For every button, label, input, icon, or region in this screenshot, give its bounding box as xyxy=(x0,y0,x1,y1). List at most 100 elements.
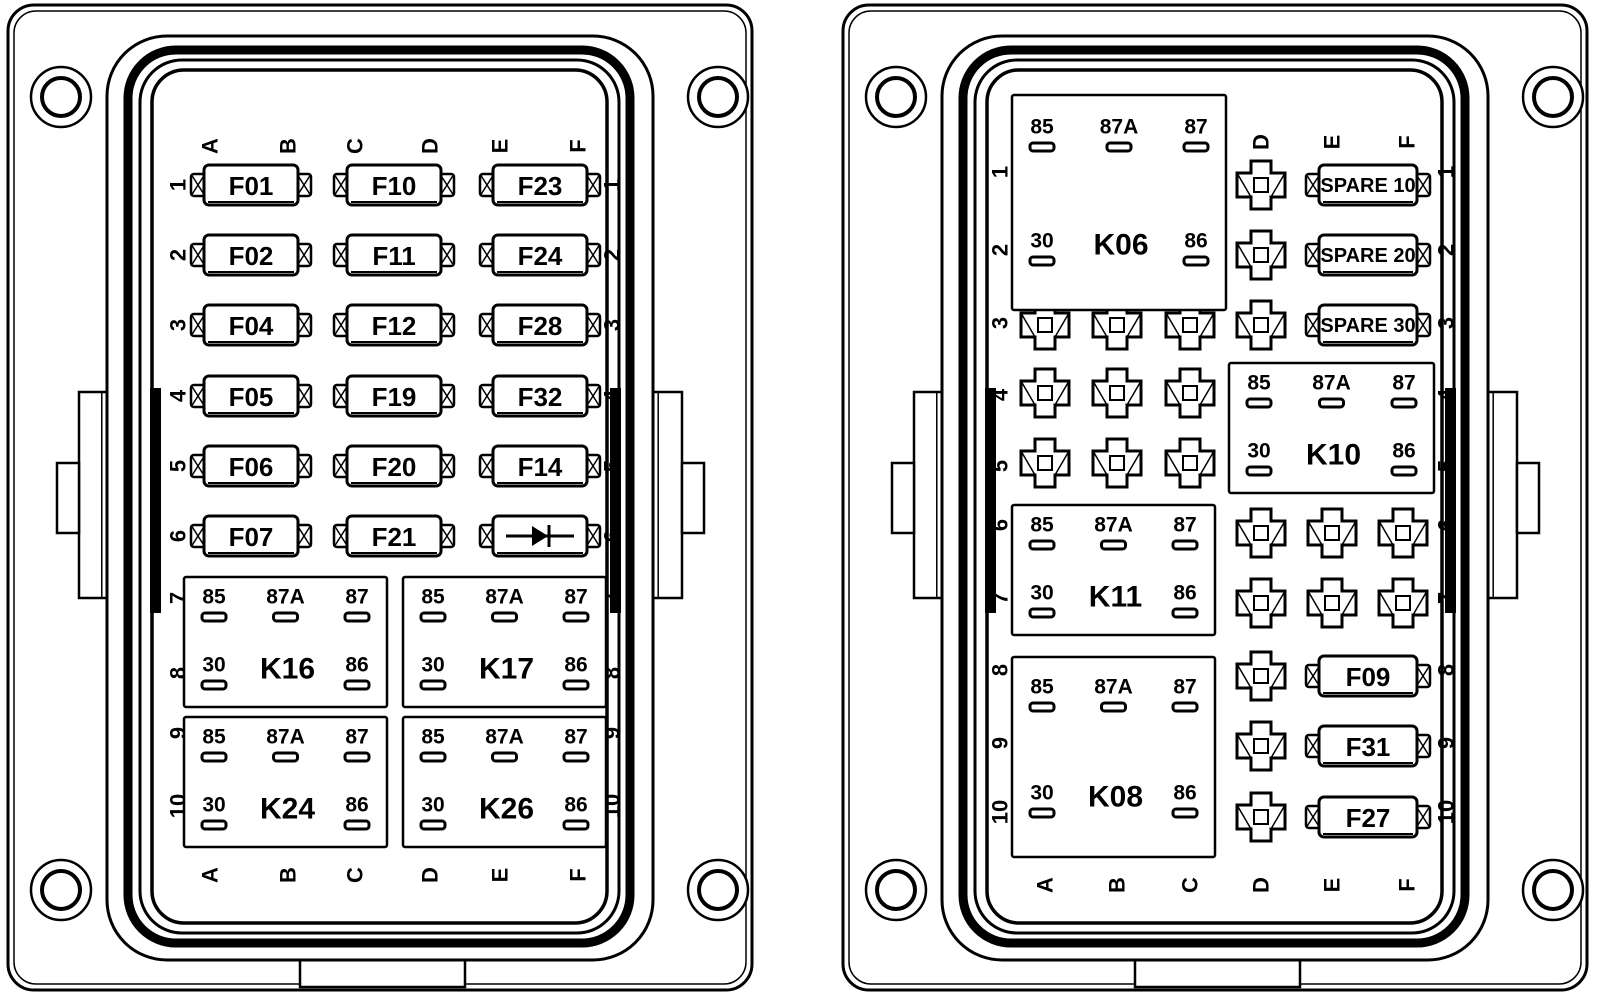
socket-mark xyxy=(1270,733,1286,759)
socket-mark xyxy=(1054,450,1070,476)
left-bottom-right-mount-hole xyxy=(686,858,750,922)
relay-pin-pad xyxy=(1105,141,1133,153)
left-contact-strip xyxy=(150,388,161,613)
fuse-body xyxy=(345,303,443,347)
fuse-slot: F14 xyxy=(478,444,602,488)
relay-outline xyxy=(182,575,389,709)
socket-mark xyxy=(1378,590,1394,616)
relay-pin-86-label: 86 xyxy=(1184,230,1207,253)
column-label-bottom: D xyxy=(418,867,443,883)
mount-bore xyxy=(1532,869,1574,911)
row-label-left: 1 xyxy=(166,179,191,191)
row-label-right: 3 xyxy=(1434,317,1459,329)
socket-mark xyxy=(1270,590,1286,616)
relay-pin-pad xyxy=(1171,807,1199,819)
relay-pin-pad xyxy=(1318,397,1345,409)
relay-pin-85-label: 85 xyxy=(1030,514,1054,537)
relay-name-label: K24 xyxy=(260,793,315,826)
relay-pin-85-label: 85 xyxy=(421,586,445,609)
relay-pin-87-label: 87 xyxy=(1184,116,1207,139)
relay-pin-87a-label: 87A xyxy=(266,726,305,749)
gasket-outer xyxy=(958,45,1470,948)
socket-mark xyxy=(1165,312,1181,338)
relay-pin-pad xyxy=(562,819,590,831)
diode-arrow xyxy=(532,526,548,546)
socket-mark xyxy=(1412,590,1428,616)
empty-socket xyxy=(1019,299,1071,351)
relay-pin-30-label: 30 xyxy=(1030,582,1053,605)
socket-mark xyxy=(1307,590,1323,616)
relay-pin-pad xyxy=(491,751,518,763)
column-label-top: E xyxy=(488,139,513,154)
mount-bore xyxy=(697,76,739,118)
relay-pin-pad xyxy=(1182,255,1210,267)
fuse-slot: F21 xyxy=(332,514,456,558)
relay-pin-30-label: 30 xyxy=(421,654,444,677)
socket-core xyxy=(1037,455,1053,471)
row-label-left: 4 xyxy=(166,389,191,402)
fuse-slot: F04 xyxy=(189,303,313,347)
row-label-left: 6 xyxy=(166,530,191,542)
mount-bore xyxy=(875,76,917,118)
spare-fuse-slot: SPARE 10 xyxy=(1304,163,1432,207)
relay-pin-pad xyxy=(562,751,590,763)
row-label-right: 6 xyxy=(600,530,625,542)
socket-mark xyxy=(1341,520,1357,546)
socket-mark xyxy=(1020,380,1036,406)
fuse-label: F31 xyxy=(1346,732,1391,762)
fuse-label: F27 xyxy=(1346,803,1391,833)
fuse-body xyxy=(491,444,589,488)
socket-mark xyxy=(1378,520,1394,546)
empty-socket xyxy=(1306,577,1358,629)
relay-outline xyxy=(1010,503,1217,637)
spare-fuse-slot: SPARE 20 xyxy=(1304,233,1432,277)
relay-pin-pad xyxy=(1100,701,1127,713)
relay-pin-87a-label: 87A xyxy=(485,726,524,749)
empty-socket xyxy=(1164,299,1216,351)
fuse-slot: F20 xyxy=(332,444,456,488)
socket-core xyxy=(1253,317,1269,333)
relay-pin-86-label: 86 xyxy=(345,794,368,817)
fuse-slot: F19 xyxy=(332,374,456,418)
column-label-bottom: D xyxy=(1249,877,1274,893)
empty-socket xyxy=(1235,650,1287,702)
relay-pin-pad xyxy=(343,819,371,831)
relay-pin-pad xyxy=(562,611,590,623)
socket-mark xyxy=(1054,380,1070,406)
fuse-slot: F24 xyxy=(478,233,602,277)
fuse-slot: F01 xyxy=(189,163,313,207)
relay-pin-87-label: 87 xyxy=(345,586,368,609)
relay-pin-pad xyxy=(1182,141,1210,153)
fuse-body xyxy=(202,444,300,488)
empty-socket xyxy=(1235,791,1287,843)
socket-core xyxy=(1253,668,1269,684)
fuse-label: F24 xyxy=(518,241,563,271)
empty-socket xyxy=(1377,577,1429,629)
socket-mark xyxy=(1412,520,1428,546)
column-label-top: F xyxy=(566,139,591,152)
relay-pin-85-label: 85 xyxy=(1030,116,1054,139)
socket-core xyxy=(1253,738,1269,754)
relay-outline xyxy=(401,575,608,709)
right-top-left-mount-hole xyxy=(864,65,928,129)
relay-pin-pad xyxy=(1028,607,1056,619)
socket-core xyxy=(1253,809,1269,825)
socket-mark xyxy=(1092,450,1108,476)
relay-pin-85-label: 85 xyxy=(202,726,226,749)
fuse-body xyxy=(345,514,443,558)
relay-name-label: K06 xyxy=(1093,229,1148,262)
relay-pin-87-label: 87 xyxy=(564,726,587,749)
socket-mark xyxy=(1236,520,1252,546)
relay-pin-86-label: 86 xyxy=(1392,440,1415,463)
latch-tab xyxy=(1515,461,1541,535)
row-label-right: 1 xyxy=(1434,166,1459,178)
mount-bore xyxy=(1532,76,1574,118)
socket-core xyxy=(1109,385,1125,401)
left-top-left-mount-hole xyxy=(29,65,93,129)
column-label-bottom: B xyxy=(276,867,301,883)
